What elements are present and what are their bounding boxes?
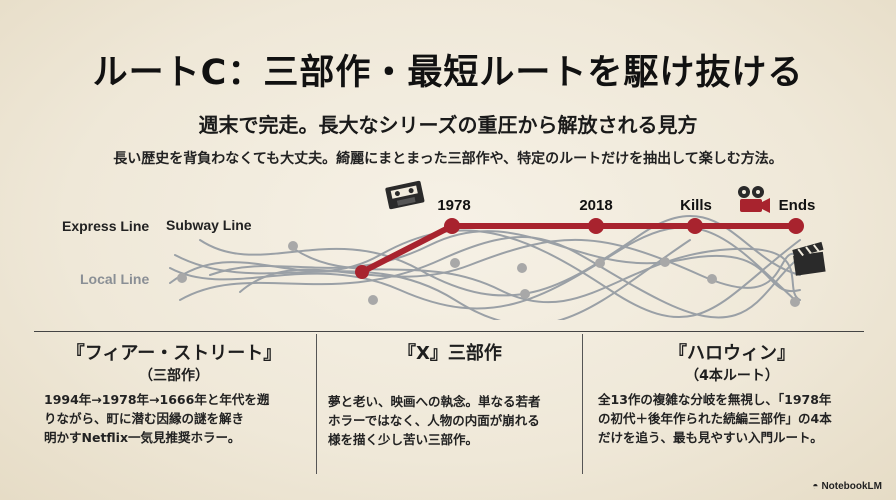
tangled-line <box>169 226 796 310</box>
page-description: 長い歴史を背負わなくても大丈夫。綺麗にまとまった三部作や、特定のルートだけを抽出… <box>113 151 783 167</box>
column-body: 全13作の複雑な分岐を無視し、「1978年 の初代＋後年作られた続編三部作」の4… <box>592 390 872 447</box>
page-subtitle: 週末で完走。長大なシリーズの重圧から解放される見方 <box>198 113 698 137</box>
stop-label-ends: Ends <box>779 197 816 214</box>
clapperboard-icon <box>792 241 826 276</box>
tangled-line <box>179 236 811 319</box>
local-line-label: Local Line <box>80 271 149 287</box>
stop-dot <box>450 258 460 268</box>
route-stop-2018 <box>588 218 604 234</box>
stop-dot <box>517 263 527 273</box>
section-divider <box>34 331 864 332</box>
stop-dot <box>707 274 717 284</box>
brand-name: NotebookLM <box>821 481 882 492</box>
line-labels: Express Line Subway Line Local Line <box>62 217 252 287</box>
background-stops <box>177 241 800 307</box>
film-projector-icon <box>738 186 770 213</box>
stop-label-1978: 1978 <box>437 197 470 214</box>
stop-dot <box>288 241 298 251</box>
column-body: 1994年→1978年→1666年と年代を遡 りながら、町に潜む因縁の謎を解き … <box>44 390 304 447</box>
brand-watermark: ◓NotebookLM <box>812 481 882 492</box>
route-stop-1978 <box>444 218 460 234</box>
tangled-line <box>174 239 691 320</box>
column-divider <box>316 334 317 474</box>
body-line: りながら、町に潜む因縁の謎を解き <box>44 411 245 426</box>
stop-label-2018: 2018 <box>579 197 612 214</box>
column-halloween: 『ハロウィン』 （4本ルート） 全13作の複雑な分岐を無視し、「1978年 の初… <box>592 342 872 447</box>
stop-dot <box>368 295 378 305</box>
column-divider <box>582 334 583 474</box>
column-title: 『フィアー・ストリート』 <box>66 343 282 364</box>
body-line: の初代＋後年作られた続編三部作」の4本 <box>598 411 832 426</box>
notebooklm-logo-icon: ◓ <box>812 481 819 492</box>
stop-label-kills: Kills <box>680 197 712 214</box>
body-line: 全13作の複雑な分岐を無視し、「1978年 <box>598 392 832 407</box>
stop-dot <box>177 273 187 283</box>
route-stop-kills <box>687 218 703 234</box>
page-title: ルートC：三部作・最短ルートを駆け抜ける <box>92 53 804 93</box>
body-line: ホラーではなく、人物の内面が崩れる <box>328 413 540 428</box>
column-subtitle: （三部作） <box>139 368 209 384</box>
route-diagram: 1978 2018 Kills Ends Express Line Subway… <box>62 180 826 320</box>
column-x-trilogy: 『X』三部作 夢と老い、映画への執念。単なる若者 ホラーではなく、人物の内面が崩… <box>318 342 582 449</box>
column-fear-street: 『フィアー・ストリート』 （三部作） 1994年→1978年→1666年と年代を… <box>44 342 304 447</box>
tangled-line <box>289 245 801 304</box>
stop-dot <box>595 258 605 268</box>
route-stop-labels: 1978 2018 Kills Ends <box>437 197 815 214</box>
column-title: 『X』三部作 <box>398 343 502 364</box>
column-title: 『ハロウィン』 <box>669 343 795 364</box>
background-lines <box>169 214 811 320</box>
body-line: 明かすNetflix一気見推奨ホラー。 <box>44 430 241 445</box>
cassette-tape-icon <box>385 180 425 210</box>
body-line: 夢と老い、映画への執念。単なる若者 <box>328 394 541 409</box>
main-route <box>355 218 804 279</box>
tangled-line <box>209 230 801 293</box>
body-line: 1994年→1978年→1666年と年代を遡 <box>44 392 270 407</box>
route-start-stop <box>355 265 369 279</box>
stop-dot <box>790 297 800 307</box>
route-stop-ends <box>788 218 804 234</box>
stop-dot <box>660 257 670 267</box>
column-body: 夢と老い、映画への執念。単なる若者 ホラーではなく、人物の内面が崩れる 様を描く… <box>318 392 582 449</box>
body-line: だけを追う、最も見やすい入門ルート。 <box>598 430 823 445</box>
column-subtitle: （4本ルート） <box>685 368 779 384</box>
body-line: 様を描く少し苦い三部作。 <box>328 432 479 447</box>
express-line-label: Express Line <box>62 218 149 234</box>
stop-dot <box>520 289 530 299</box>
subway-line-label: Subway Line <box>166 217 252 233</box>
